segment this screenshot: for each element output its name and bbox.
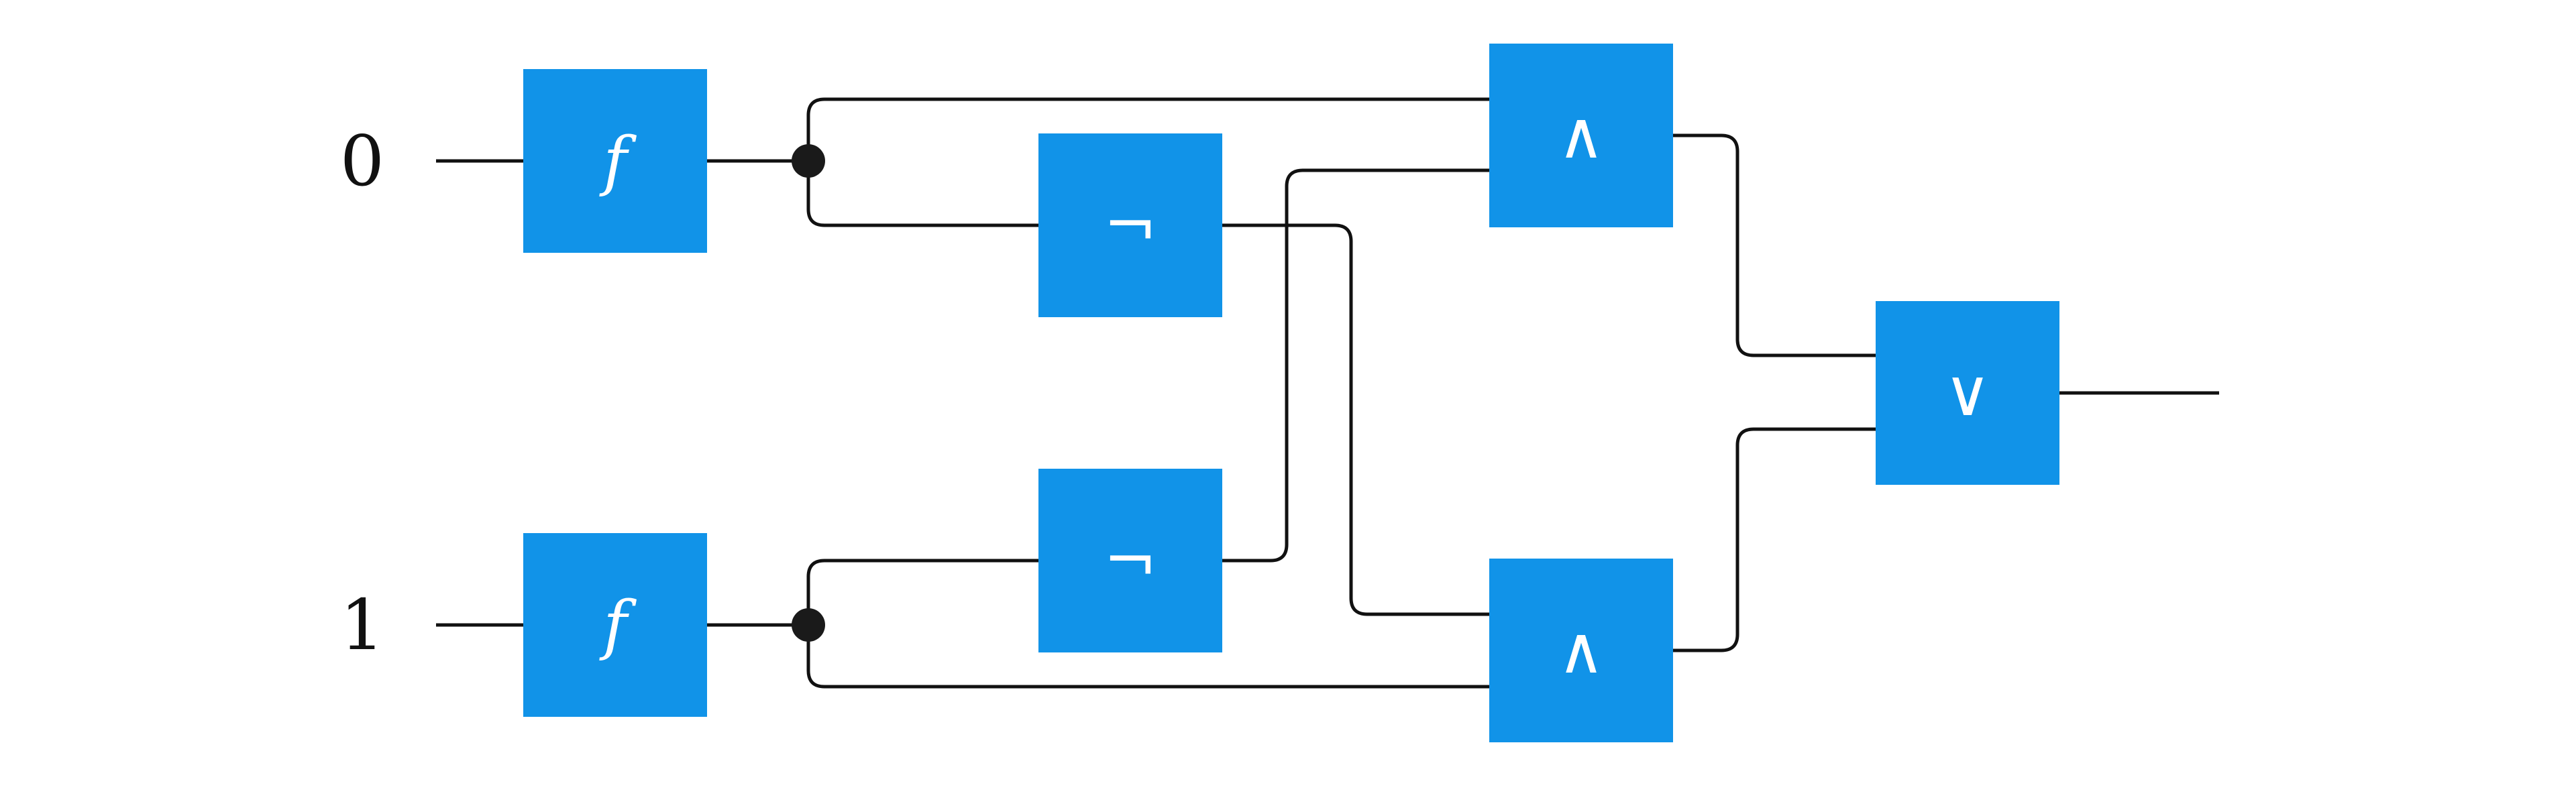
gate-not-top-box xyxy=(1038,133,1222,317)
gate-or-label: ∨ xyxy=(1944,355,1991,430)
gate-not-top-label: ¬ xyxy=(1104,188,1157,263)
wire-and-top-to-or xyxy=(1673,133,1876,357)
gate-or-box xyxy=(1876,301,2059,485)
junction-dot-top xyxy=(792,144,825,178)
junction-dot-bottom xyxy=(792,608,825,642)
gate-and-bottom-label: ∧ xyxy=(1558,613,1605,688)
gate-and-top-label: ∧ xyxy=(1558,98,1605,173)
gate-and-top: ∧ xyxy=(1489,44,1673,227)
wire-junction-top-to-and-top xyxy=(806,97,1489,161)
wires xyxy=(436,97,2219,689)
gate-f-bottom-box xyxy=(523,533,707,717)
gate-or: ∨ xyxy=(1876,301,2059,485)
gate-and-bottom-box xyxy=(1489,559,1673,742)
gate-f-bottom: f xyxy=(523,533,707,717)
wire-not-top-to-and-bottom xyxy=(1222,223,1489,616)
gate-not-bottom: ¬ xyxy=(1038,469,1222,652)
wire-junction-bottom-to-not-bottom xyxy=(806,559,1038,625)
gate-not-bottom-box xyxy=(1038,469,1222,652)
gate-f-top-box xyxy=(523,69,707,253)
wire-junction-top-to-not-top xyxy=(806,161,1038,227)
gate-not-bottom-label: ¬ xyxy=(1104,523,1157,598)
wire-and-bottom-to-or xyxy=(1673,427,1876,652)
gate-not-top: ¬ xyxy=(1038,133,1222,317)
gate-and-top-box xyxy=(1489,44,1673,227)
input-label-0: 0 xyxy=(340,120,384,202)
wire-junction-bottom-to-and-bottom xyxy=(806,625,1489,689)
gate-f-top: f xyxy=(523,69,707,253)
gate-and-bottom: ∧ xyxy=(1489,559,1673,742)
wire-not-bottom-to-and-top xyxy=(1222,168,1489,563)
input-label-1: 1 xyxy=(340,584,384,666)
